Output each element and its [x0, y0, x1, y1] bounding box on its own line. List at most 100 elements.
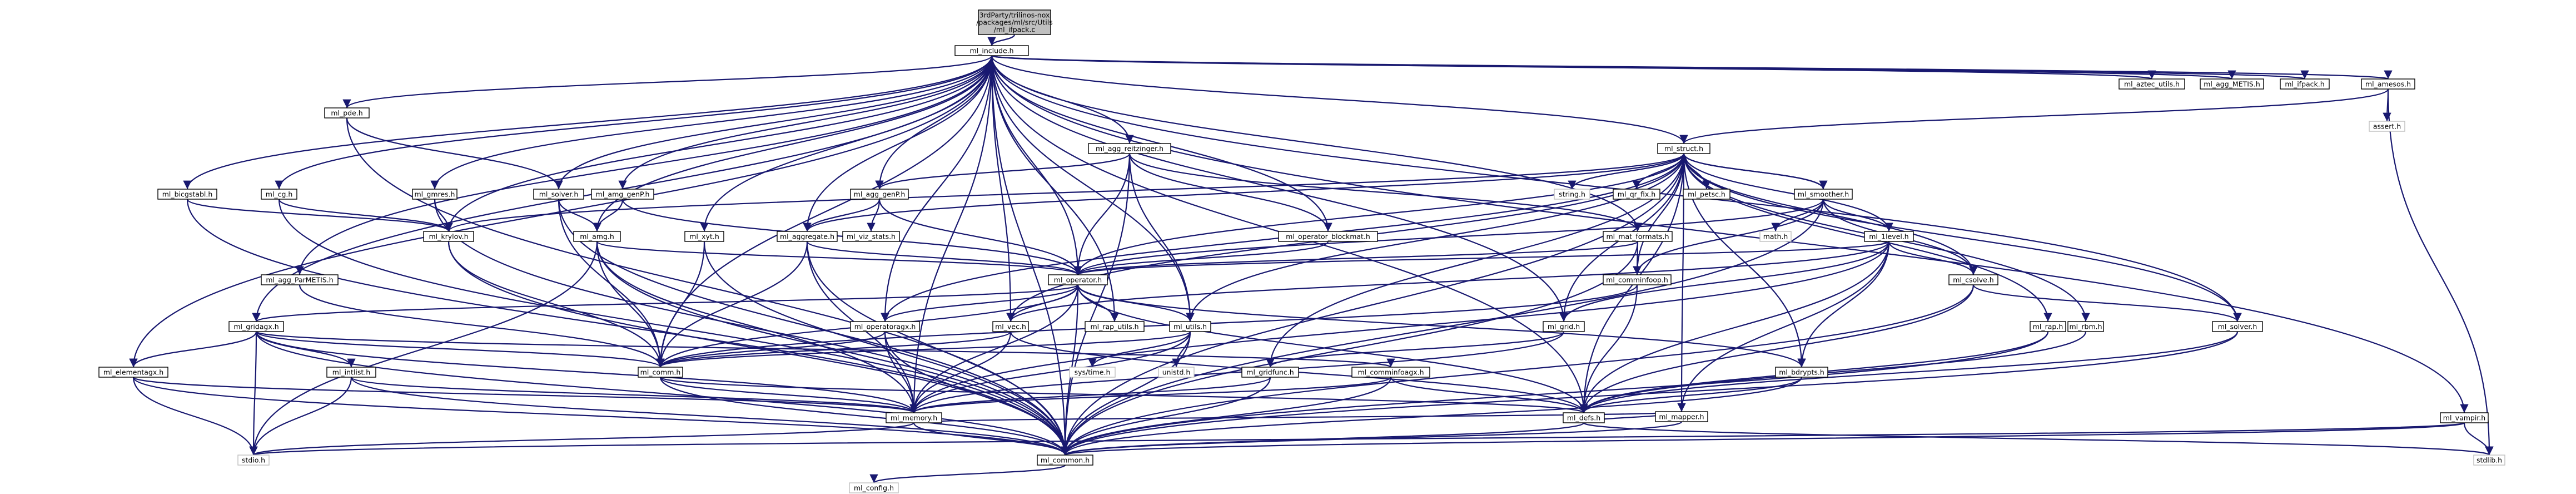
node-ml-common[interactable]: ml_common.h	[1037, 455, 1093, 466]
node-ml-rap[interactable]: ml_rap.h	[2030, 321, 2066, 332]
node-ml-csolve[interactable]: ml_csolve.h	[1948, 274, 1998, 285]
node-label: ml_intlist.h	[332, 368, 370, 377]
node-ml-vec[interactable]: ml_vec.h	[992, 321, 1029, 332]
node-ml-include[interactable]: ml_include.h	[954, 45, 1029, 56]
node-label: ml_vec.h	[995, 323, 1026, 331]
node-box	[777, 231, 838, 242]
node-label: ml_rap.h	[2033, 323, 2063, 331]
node-ml-utils[interactable]: ml_utils.h	[1169, 321, 1211, 332]
node-ml-vampir[interactable]: ml_vampir.h	[2440, 412, 2489, 423]
node-ml-aggregate[interactable]: ml_aggregate.h	[777, 231, 838, 242]
dependency-edge	[656, 241, 808, 368]
node-ml-pde[interactable]: ml_pde.h	[324, 107, 370, 118]
node-ml-gridagx[interactable]: ml_gridagx.h	[228, 321, 284, 332]
node-ml-krylov[interactable]: ml_krylov.h	[423, 231, 474, 242]
dependency-edge	[596, 241, 1070, 456]
dependency-edge	[1061, 377, 1803, 456]
node-ml-defs[interactable]: ml_defs.h	[1563, 412, 1605, 423]
node-ml-rap-utils[interactable]: ml_rap_utils.h	[1085, 321, 1145, 332]
node-label: 3rdParty/trilinos-nox	[979, 11, 1050, 19]
dependency-edge	[909, 377, 1271, 413]
dependency-edge	[1077, 284, 1806, 368]
dependency-edge	[1061, 331, 2239, 456]
node-ml-mat-formats[interactable]: ml_mat_formats.h	[1603, 231, 1673, 242]
node-box	[638, 367, 683, 378]
node-ml-1level[interactable]: ml_1level.h	[1864, 231, 1914, 242]
dependency-edge	[1006, 241, 1890, 322]
dependency-edge	[656, 241, 705, 368]
node-box	[1069, 367, 1116, 378]
node-label: ml_agg_ParMETIS.h	[266, 276, 333, 284]
node-ml-bdrypts[interactable]: ml_bdrypts.h	[1775, 367, 1828, 378]
dependency-edge	[806, 241, 1082, 275]
node-label: ml_mapper.h	[1659, 413, 1704, 421]
node-ml-cg[interactable]: ml_cg.h	[261, 189, 297, 200]
node-label: ml_rap_utils.h	[1090, 323, 1138, 331]
node-ml-solver-top[interactable]: ml_solver.h	[533, 189, 584, 200]
node-ml-intlist[interactable]: ml_intlist.h	[326, 367, 376, 378]
node-box	[261, 189, 297, 200]
node-unistd: unistd.h	[1158, 367, 1195, 378]
node-ml-amg-genP[interactable]: ml_amg_genP.h	[591, 189, 654, 200]
dependency-edge	[129, 55, 993, 368]
node-ml-mapper[interactable]: ml_mapper.h	[1655, 411, 1708, 422]
node-box	[591, 189, 654, 200]
dependency-edge	[909, 55, 993, 413]
node-ml-qr-fix[interactable]: ml_qr_fix.h	[1613, 189, 1660, 200]
node-ml-rbm[interactable]: ml_rbm.h	[2067, 321, 2104, 332]
dependency-edge	[132, 377, 1070, 456]
dependency-edge	[1797, 241, 1890, 368]
dependency-edge	[1677, 241, 1890, 412]
dependency-edge	[909, 241, 1890, 413]
dependency-edge	[444, 153, 1685, 232]
node-label: ml_ifpack.h	[2285, 80, 2324, 88]
node-ml-memory[interactable]: ml_memory.h	[886, 412, 942, 423]
node-ml-agg-metis[interactable]: ml_agg_METIS.h	[2200, 78, 2264, 90]
node-label: ml_grid.h	[1548, 323, 1580, 331]
node-box	[2212, 321, 2263, 332]
node-ml-commlnfoagx[interactable]: ml_comminfoagx.h	[1351, 367, 1430, 378]
node-ml-gridfunc[interactable]: ml_gridfunc.h	[1241, 367, 1299, 378]
node-ml-amesos[interactable]: ml_amesos.h	[2361, 78, 2415, 90]
dependency-edge	[186, 199, 453, 232]
dependency-edge	[132, 377, 258, 456]
node-label: ml_bicgstabl.h	[162, 190, 213, 199]
node-root[interactable]: 3rdParty/trilinos-nox/packages/ml/src/Ut…	[976, 9, 1053, 35]
node-ml-viz-stats[interactable]: ml_viz_stats.h	[842, 231, 900, 242]
node-ml-solver[interactable]: ml_solver.h	[2212, 321, 2263, 332]
node-ml-aztec-utils[interactable]: ml_aztec_utils.h	[2119, 78, 2185, 90]
node-ml-ifpack[interactable]: ml_ifpack.h	[2280, 78, 2330, 90]
node-ml-comminfoop[interactable]: ml_comminfoop.h	[1603, 274, 1672, 285]
node-box	[1543, 321, 1585, 332]
node-ml-agg-genP[interactable]: ml_agg_genP.h	[850, 189, 909, 200]
node-ml-grid[interactable]: ml_grid.h	[1543, 321, 1585, 332]
node-ml-petsc[interactable]: ml_petsc.h	[1683, 189, 1730, 200]
node-ml-operatoragx[interactable]: ml_operatoragx.h	[850, 321, 920, 332]
dependency-edge	[444, 55, 993, 232]
node-ml-smoother[interactable]: ml_smoother.h	[1794, 189, 1853, 200]
node-ml-struct[interactable]: ml_struct.h	[1657, 143, 1710, 154]
node-ml-operator-blockmat[interactable]: ml_operator_blockmat.h	[1278, 231, 1378, 242]
dependency-edge	[991, 55, 2469, 413]
node-ml-amg[interactable]: ml_amg.h	[573, 231, 621, 242]
dependency-edge	[1061, 331, 2049, 456]
node-ml-gmres[interactable]: ml_gmres.h	[412, 189, 457, 200]
node-ml-agg-reitzinger[interactable]: ml_agg_reitzinger.h	[1088, 143, 1171, 154]
node-ml-operator[interactable]: ml_operator.h	[1048, 274, 1108, 285]
dependency-edge	[1683, 153, 1978, 275]
node-box	[261, 274, 339, 285]
node-label: ml_comminfoop.h	[1606, 276, 1668, 284]
node-ml-xyt[interactable]: ml_xyt.h	[684, 231, 724, 242]
node-ml-comm[interactable]: ml_comm.h	[638, 367, 683, 378]
node-label: ml_utils.h	[1173, 323, 1207, 331]
node-ml-elementagx[interactable]: ml_elementagx.h	[98, 367, 168, 378]
dependency-edge	[987, 34, 1016, 46]
dependency-edge	[656, 330, 1191, 368]
dependency-edge	[909, 331, 1012, 413]
node-ml-agg-parmetis[interactable]: ml_agg_ParMETIS.h	[261, 274, 339, 285]
node-label: ml_mat_formats.h	[1606, 233, 1669, 241]
node-box	[1655, 411, 1708, 422]
dependency-edge	[991, 55, 2156, 80]
node-ml-bicgstabl[interactable]: ml_bicgstabl.h	[157, 189, 217, 200]
node-box	[423, 231, 474, 242]
